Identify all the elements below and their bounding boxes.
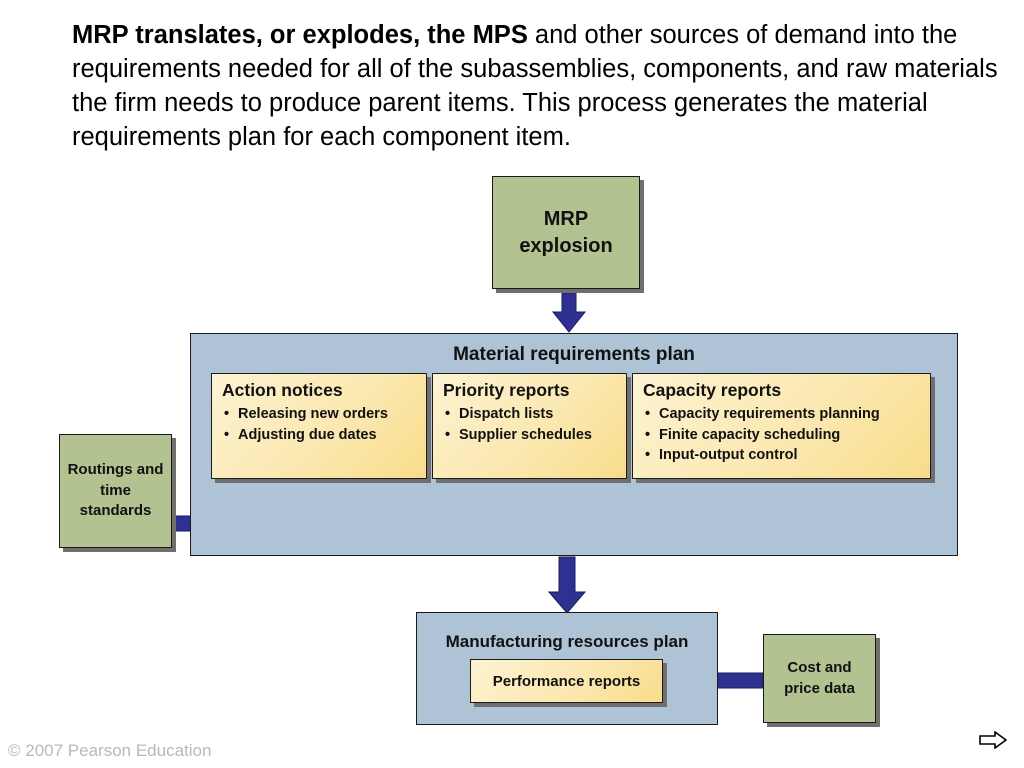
intro-body: and other sources of demand into the req… (72, 21, 998, 151)
routings-label: Routings and time standards (67, 461, 164, 520)
capacity-reports-box: Capacity reports Capacity requirements p… (632, 373, 931, 479)
action-notices-box: Action notices Releasing new orders Adju… (211, 373, 427, 479)
list-item: Releasing new orders (222, 404, 416, 425)
priority-reports-title: Priority reports (443, 380, 570, 400)
action-notices-list: Releasing new orders Adjusting due dates (222, 404, 416, 445)
next-slide-button[interactable] (978, 729, 1008, 751)
capacity-reports-title: Capacity reports (643, 380, 782, 400)
routings-box: Routings and time standards (59, 434, 172, 548)
cost-price-label: Cost and price data (784, 659, 855, 697)
arrow-plan-to-mfg (547, 556, 587, 614)
action-notices-title: Action notices (222, 380, 343, 400)
performance-reports-box: Performance reports (470, 659, 663, 703)
list-item: Finite capacity scheduling (643, 425, 920, 446)
mrp-explosion-box: MRP explosion (492, 176, 640, 289)
cost-price-box: Cost and price data (763, 634, 876, 723)
manufacturing-resources-plan-title: Manufacturing resources plan (445, 632, 689, 651)
priority-reports-list: Dispatch lists Supplier schedules (443, 404, 616, 445)
capacity-reports-list: Capacity requirements planning Finite ca… (643, 404, 920, 466)
priority-reports-box: Priority reports Dispatch lists Supplier… (432, 373, 627, 479)
mrp-explosion-label: MRP explosion (519, 207, 613, 257)
list-item: Input-output control (643, 445, 920, 466)
next-arrow-icon (979, 731, 1007, 749)
copyright-footer: © 2007 Pearson Education (8, 741, 212, 760)
performance-reports-label: Performance reports (492, 672, 641, 690)
intro-bold-lead: MRP translates, or explodes, the MPS (72, 21, 528, 49)
list-item: Adjusting due dates (222, 425, 416, 446)
list-item: Capacity requirements planning (643, 404, 920, 425)
list-item: Dispatch lists (443, 404, 616, 425)
intro-paragraph: MRP translates, or explodes, the MPS and… (72, 18, 1017, 154)
arrow-explosion-to-plan (551, 292, 587, 333)
list-item: Supplier schedules (443, 425, 616, 446)
material-requirements-plan-title: Material requirements plan (453, 344, 695, 365)
